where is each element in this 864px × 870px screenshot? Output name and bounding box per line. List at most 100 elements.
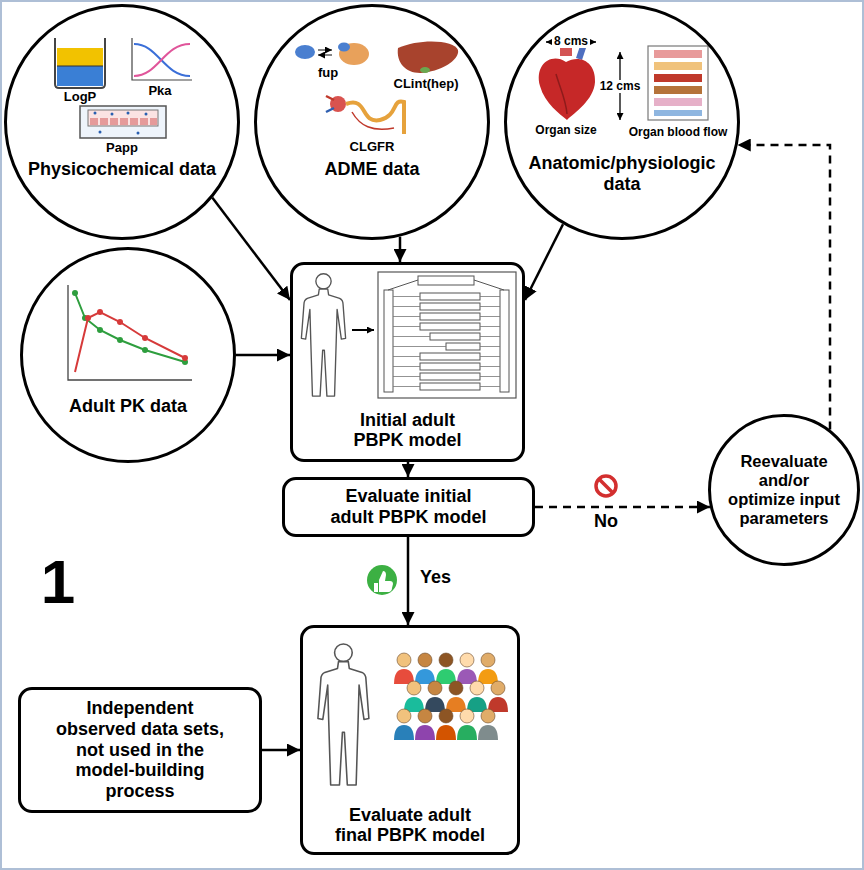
- pk-chart: [117, 319, 123, 325]
- blood-flow-line: [393, 336, 430, 337]
- flow-arrow: [236, 354, 290, 357]
- organ-compartment: [420, 383, 480, 390]
- crowd-person: [488, 681, 508, 712]
- flow-arrow: [399, 237, 402, 262]
- parameter-label: LogP: [64, 90, 97, 104]
- compartment-diagram: [500, 290, 509, 392]
- blood-flow-line: [480, 336, 500, 337]
- blood-flow-line: [480, 386, 500, 387]
- crowd-head: [439, 653, 453, 667]
- organ-compartment: [430, 333, 480, 340]
- blood-flow-line: [480, 316, 500, 317]
- logp-beaker: [55, 38, 105, 88]
- node-label: Evaluate adult final PBPK model: [330, 805, 490, 846]
- blood-flow-line: [393, 326, 420, 327]
- crowd-head: [460, 709, 474, 723]
- feedback-arrow: [738, 145, 830, 430]
- organ-compartment: [446, 343, 480, 350]
- compartment-diagram: [384, 290, 393, 392]
- pk-chart: [97, 327, 103, 333]
- crowd-person: [457, 709, 477, 740]
- transwell: [80, 106, 166, 138]
- crowd-head: [418, 653, 432, 667]
- blood-flow-line: [393, 386, 420, 387]
- pka-chart: [132, 38, 192, 80]
- node-label: Independent observed data sets, not used…: [45, 698, 235, 801]
- blood-flow-panel: [648, 46, 708, 120]
- transwell: [100, 118, 108, 125]
- transwell: [90, 118, 98, 125]
- human-figure: [318, 644, 369, 785]
- pk-chart: [97, 309, 103, 315]
- data-circle: Adult PK data: [20, 247, 236, 463]
- pk-chart: [85, 315, 91, 321]
- figure-label: Organ size: [535, 124, 596, 137]
- parameter-label: CLGFR: [350, 140, 395, 154]
- blood-flow-line: [393, 346, 446, 347]
- compartment-diagram: [388, 280, 418, 290]
- transwell: [88, 110, 158, 126]
- pka-chart: [134, 44, 190, 76]
- flow-arrow: [525, 224, 563, 300]
- transwell: [127, 112, 130, 115]
- blood-flow-line: [393, 306, 420, 307]
- crowd-person: [446, 681, 466, 712]
- no-icon: [599, 479, 613, 493]
- organ-compartment: [420, 293, 480, 300]
- parameter-label: Papp: [106, 141, 138, 155]
- crowd-head: [481, 653, 495, 667]
- transwell: [150, 118, 157, 125]
- node-label: Evaluate initial adult PBPK model: [325, 486, 493, 527]
- parameter-label: Pka: [148, 84, 171, 98]
- pk-chart: [68, 285, 192, 380]
- heart: [539, 58, 595, 120]
- nephron: [346, 101, 404, 134]
- population-crowd: [394, 653, 508, 740]
- liver: [398, 41, 458, 73]
- crowd-person: [467, 681, 487, 712]
- nephron: [326, 96, 404, 134]
- human-figure: [352, 329, 374, 331]
- no-icon: [596, 476, 616, 496]
- crowd-head: [460, 653, 474, 667]
- parameter-label: CLint(hep): [394, 77, 459, 91]
- dimension-label: 8 cms: [552, 35, 590, 48]
- thumbs-up-icon: [379, 571, 393, 592]
- thumbs-up-icon: [367, 565, 397, 595]
- parameter-label: fup: [318, 66, 338, 80]
- blood-flow-line: [480, 306, 500, 307]
- transwell: [130, 118, 138, 125]
- edge-label: Yes: [418, 568, 453, 588]
- organ-compartment: [420, 303, 480, 310]
- crowd-head: [397, 653, 411, 667]
- pk-chart: [68, 285, 192, 380]
- crowd-person: [394, 653, 414, 684]
- blood-flow-line: [393, 316, 420, 317]
- crowd-person: [394, 709, 414, 740]
- blood-flow-panel: [654, 74, 702, 82]
- crowd-head: [418, 709, 432, 723]
- crowd-head: [491, 681, 505, 695]
- human-figure: [301, 274, 374, 396]
- transwell: [80, 106, 166, 138]
- nephron: [326, 108, 334, 112]
- data-box: Independent observed data sets, not used…: [18, 687, 262, 813]
- pk-chart: [117, 337, 123, 343]
- flow-arrow: [212, 198, 290, 300]
- protein-binding: [338, 43, 350, 52]
- protein-binding: [339, 43, 369, 65]
- flow-arrow: [407, 462, 410, 477]
- pk-chart: [182, 355, 188, 361]
- crowd-head: [449, 681, 463, 695]
- pk-chart: [75, 312, 185, 372]
- node-label: Physicochemical data: [28, 159, 216, 180]
- logp-beaker: [55, 38, 105, 88]
- crowd-head: [407, 681, 421, 695]
- compartment-diagram: [378, 272, 516, 398]
- blood-flow-panel: [654, 50, 702, 58]
- transwell: [140, 118, 148, 125]
- protein-binding: [318, 49, 332, 50]
- crowd-person: [404, 681, 424, 712]
- crowd-head: [481, 709, 495, 723]
- transwell: [145, 113, 148, 116]
